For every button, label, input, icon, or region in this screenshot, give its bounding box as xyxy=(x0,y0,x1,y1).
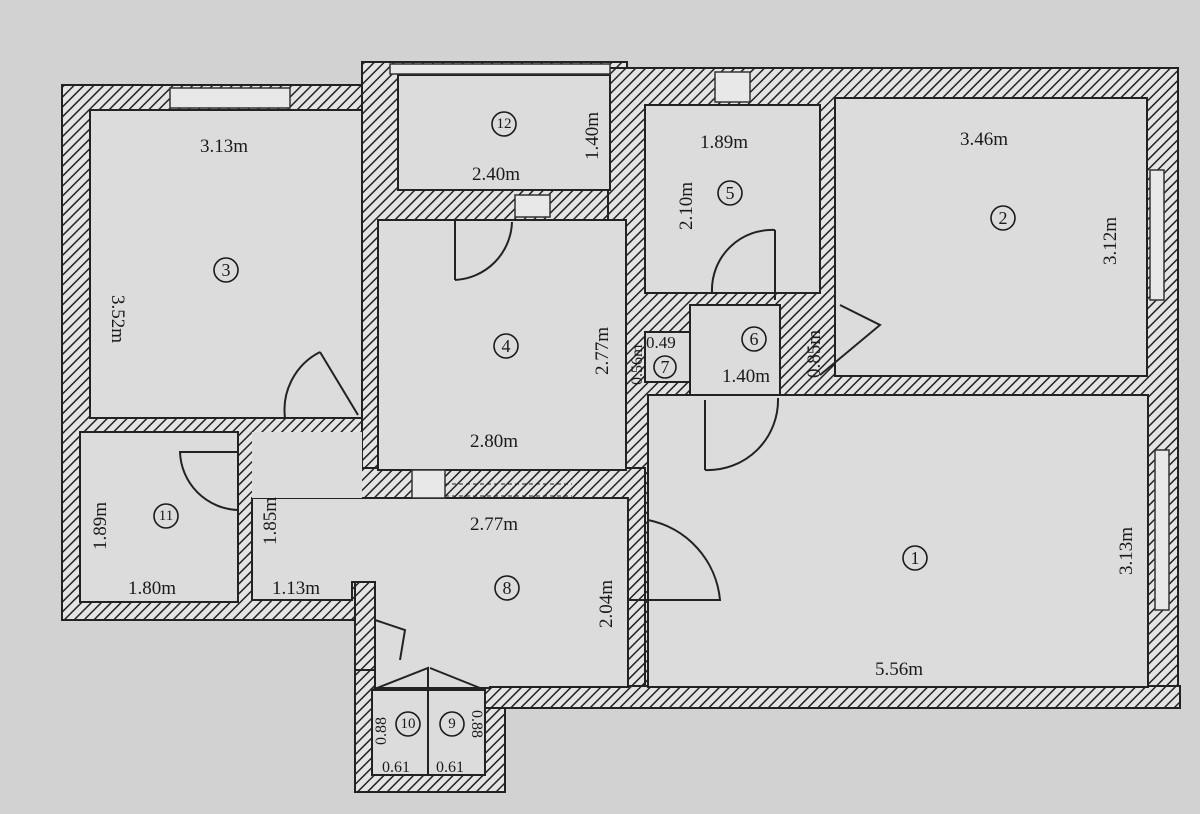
room-6 xyxy=(689,304,781,396)
svg-text:6: 6 xyxy=(750,329,759,349)
room-numbers: 1 2 3 4 5 6 7 8 9 10 11 12 xyxy=(153,111,1016,737)
dim-room-10-height: 0.88 xyxy=(373,717,390,745)
svg-text:12: 12 xyxy=(497,116,512,132)
room-number-4: 4 xyxy=(493,333,519,359)
dim-room-8-width: 2.77m xyxy=(470,514,518,535)
svg-text:5: 5 xyxy=(726,183,735,203)
dim-room-7-width: 0.49 xyxy=(646,333,676,352)
room-number-8: 8 xyxy=(494,575,520,601)
room-number-9: 9 xyxy=(439,711,465,737)
room-number-7: 7 xyxy=(653,355,677,379)
dimensions: 3.13m 5.56m 3.46m 3.12m 3.13m 3.52m 2.77… xyxy=(90,112,1137,776)
dim-room-12-height: 1.40m xyxy=(582,112,603,160)
room-number-12: 12 xyxy=(491,111,517,137)
dim-room-2-height: 3.12m xyxy=(1100,217,1121,265)
svg-text:11: 11 xyxy=(159,508,173,524)
dim-room-8-height: 2.04m xyxy=(596,580,617,628)
room-9 xyxy=(427,689,486,776)
room-number-1: 1 xyxy=(902,545,928,571)
svg-text:9: 9 xyxy=(448,716,456,732)
dim-room-12-width: 2.40m xyxy=(472,164,520,185)
dim-room-11-height: 1.89m xyxy=(90,502,111,550)
svg-text:2: 2 xyxy=(999,208,1008,228)
room-5 xyxy=(644,104,821,294)
dim-room-6-width: 1.40m xyxy=(722,366,770,387)
room-number-3: 3 xyxy=(213,257,239,283)
dim-room-3-width: 3.13m xyxy=(200,136,248,157)
dim-hall-width: 1.13m xyxy=(272,578,320,599)
svg-text:10: 10 xyxy=(401,716,416,732)
svg-text:8: 8 xyxy=(503,578,512,598)
dim-room-4-height: 2.77m xyxy=(592,327,613,375)
svg-text:7: 7 xyxy=(661,357,670,377)
dim-room-10-width: 0.61 xyxy=(382,759,410,776)
dim-room-5-width: 1.89m xyxy=(700,132,748,153)
room-2 xyxy=(834,97,1148,377)
dim-room-6-height: 0.85m xyxy=(804,330,825,378)
dim-room-4-width: 2.80m xyxy=(470,431,518,452)
dim-room-9-height: 0.88 xyxy=(468,710,485,738)
dim-room-1-height: 3.13m xyxy=(1116,527,1137,575)
dim-room-7-height: 0.56m xyxy=(629,344,646,385)
windows xyxy=(169,63,1170,611)
dim-room-2-width: 3.46m xyxy=(960,129,1008,150)
doors xyxy=(178,220,882,775)
room-number-2: 2 xyxy=(990,205,1016,231)
room-1 xyxy=(647,394,1149,688)
dim-room-3-height: 3.52m xyxy=(107,295,128,343)
rooms xyxy=(79,74,1149,776)
dim-room-9-width: 0.61 xyxy=(436,759,464,776)
room-number-10: 10 xyxy=(395,711,421,737)
svg-text:3: 3 xyxy=(222,260,231,280)
dim-hall-height: 1.85m xyxy=(260,497,281,545)
room-number-6: 6 xyxy=(741,326,767,352)
room-4 xyxy=(377,219,627,471)
svg-text:4: 4 xyxy=(502,336,511,356)
hall-corridor xyxy=(252,432,362,498)
dim-room-11-width: 1.80m xyxy=(128,578,176,599)
room-11 xyxy=(79,431,239,603)
room-12 xyxy=(397,74,611,191)
dim-room-1-width: 5.56m xyxy=(875,659,923,680)
room-number-5: 5 xyxy=(717,180,743,206)
room-3 xyxy=(89,109,363,419)
room-number-11: 11 xyxy=(153,503,179,529)
dim-room-5-height: 2.10m xyxy=(676,182,697,230)
svg-text:1: 1 xyxy=(911,548,920,568)
